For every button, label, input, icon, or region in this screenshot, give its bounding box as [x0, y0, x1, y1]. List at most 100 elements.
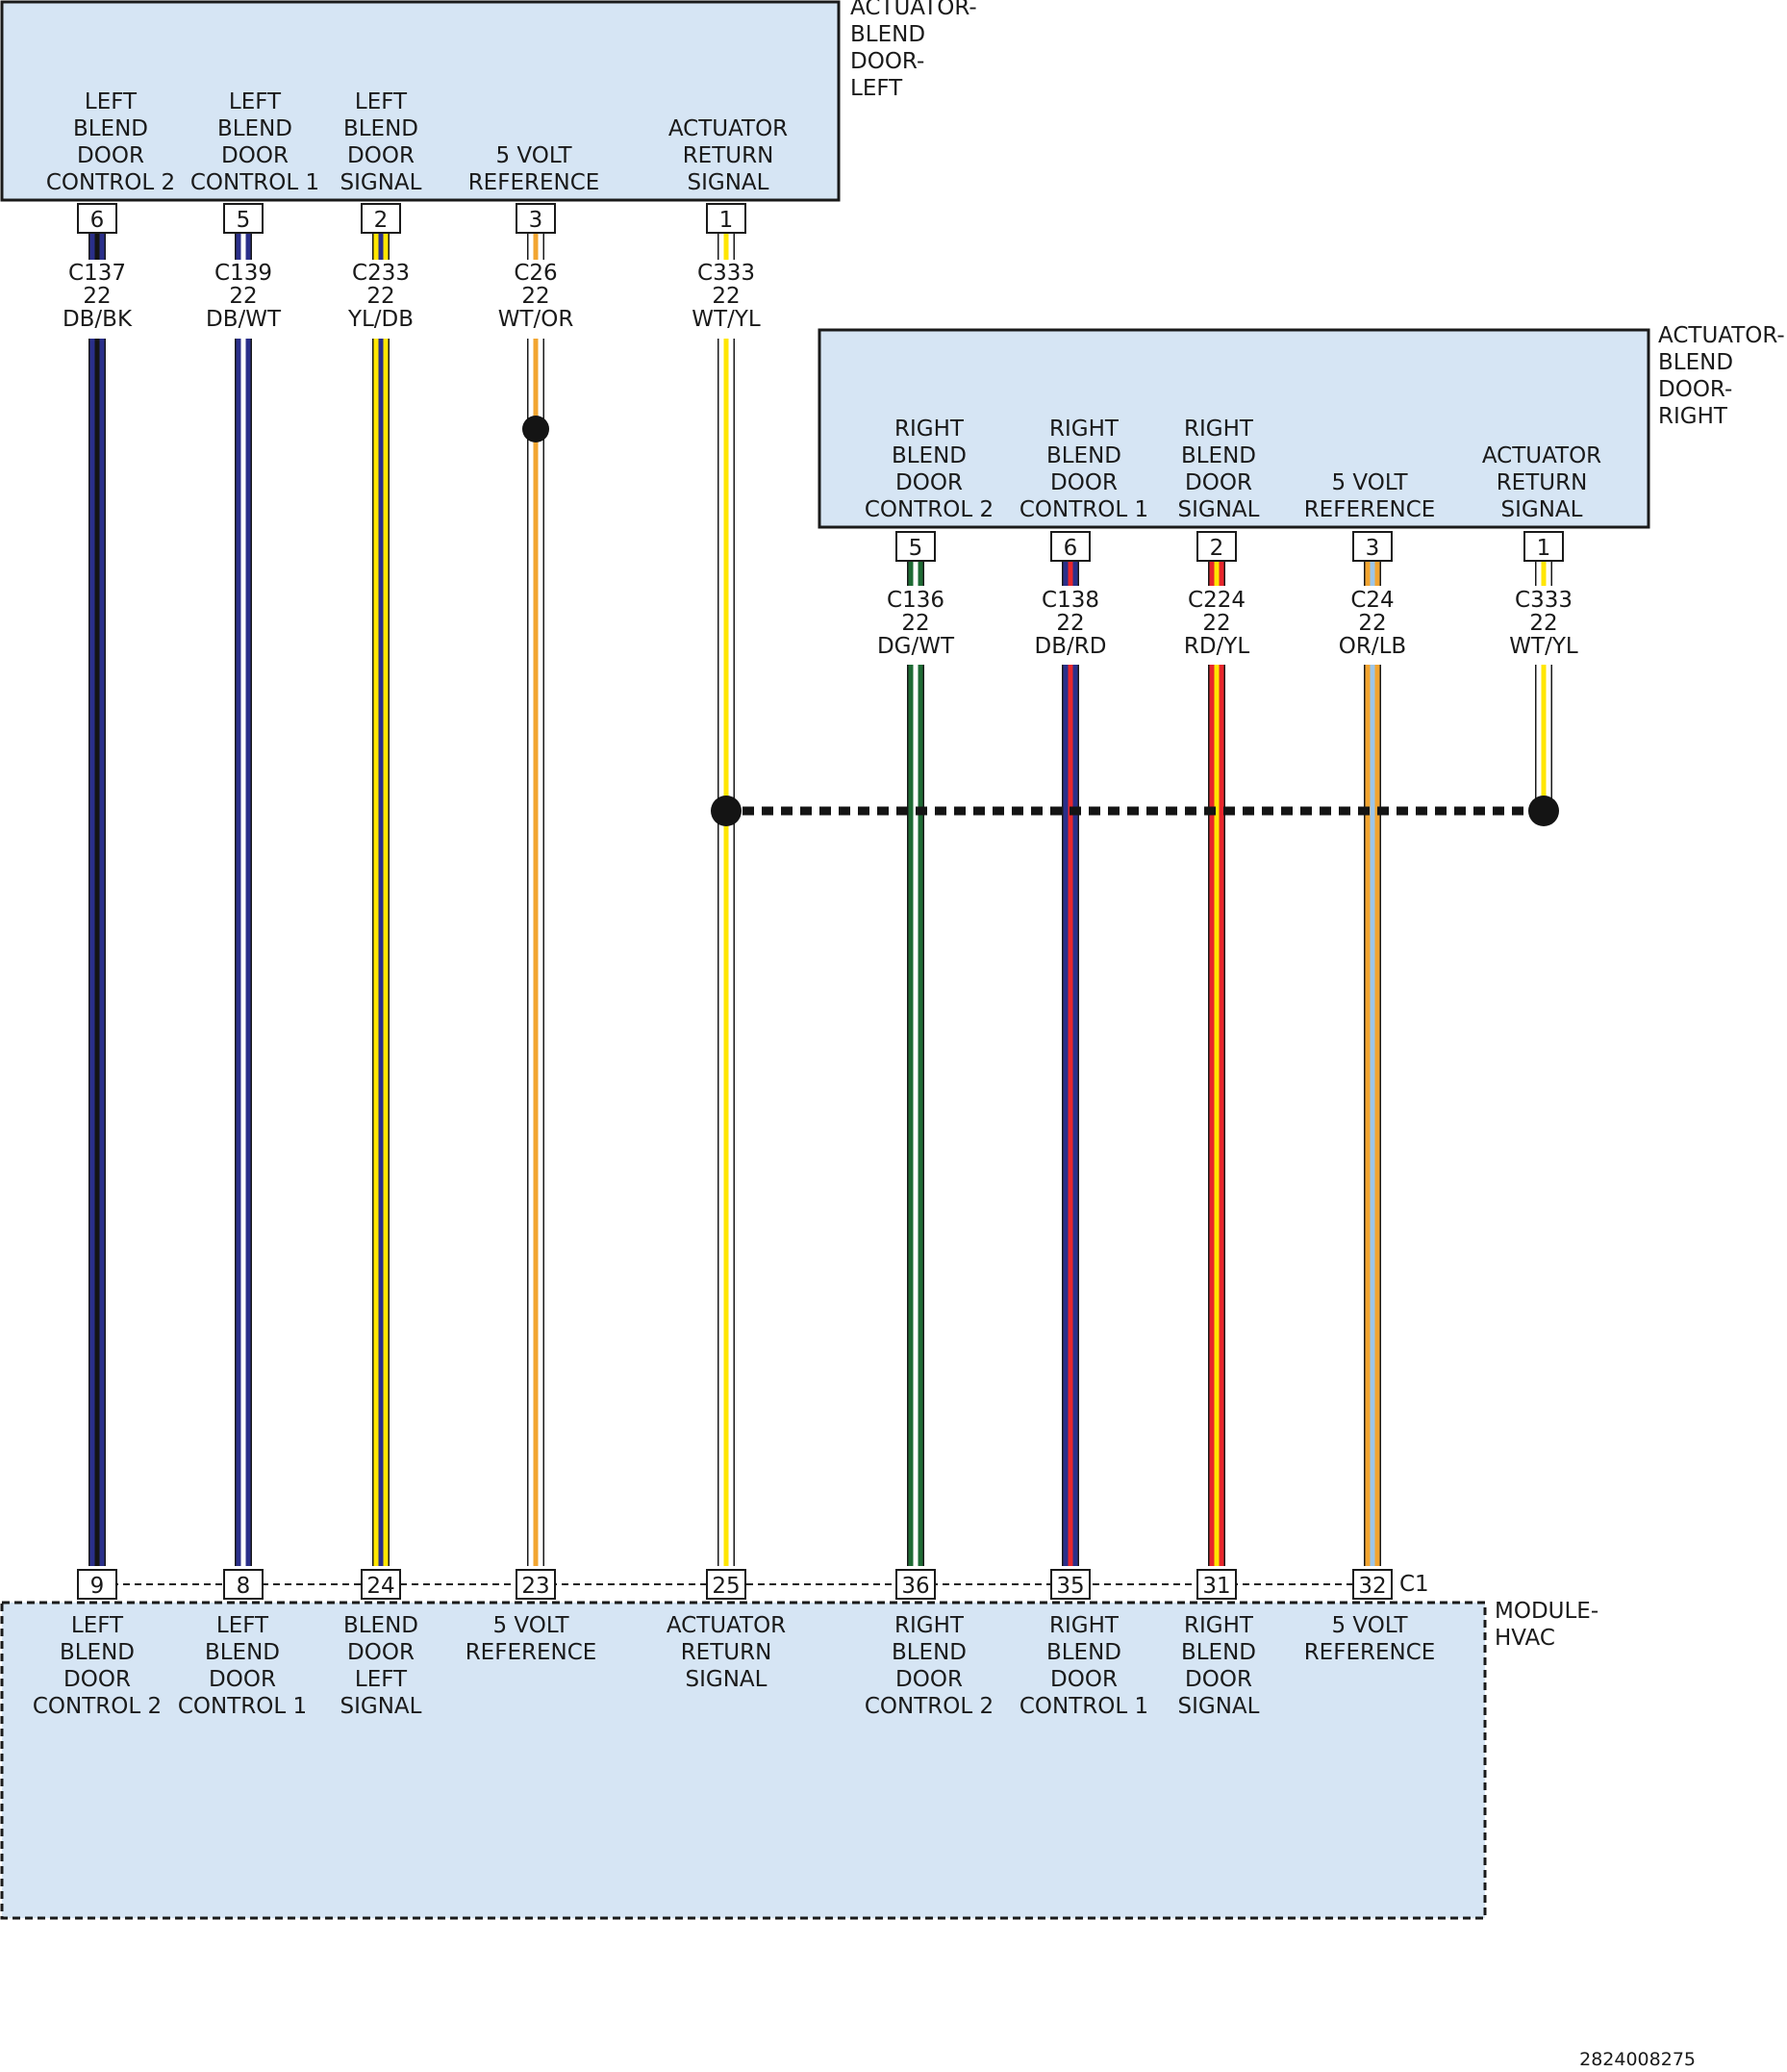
- splice-c333-left: [711, 796, 742, 826]
- module-pin-24: 24: [366, 1574, 394, 1599]
- module-pin-36-box: [895, 1569, 936, 1600]
- hvac-module-title: MODULE- HVAC: [1495, 1599, 1605, 1651]
- left-pin-6: 6: [90, 208, 105, 233]
- right-wire-c333-5-gauge: 22: [1529, 611, 1557, 636]
- left-pin-3-box: [516, 203, 556, 234]
- left-wire-c333-color-code: WT/YL: [692, 307, 761, 332]
- right-actuator-title: ACTUATOR- BLEND DOOR- RIGHT: [1658, 323, 1787, 429]
- right-pin-1: 1: [1537, 536, 1551, 561]
- left-wire-c233-circuit: C233: [352, 261, 410, 286]
- left-pin-3: 3: [529, 208, 543, 233]
- left-pin-2-box: [361, 203, 401, 234]
- module-pin-35: 35: [1056, 1574, 1084, 1599]
- module-pin-32: 32: [1358, 1574, 1386, 1599]
- splice-c333-right: [1528, 796, 1559, 826]
- module-pin-8-box: [223, 1569, 264, 1600]
- module-pin-23: 23: [521, 1574, 549, 1599]
- right-pin-6-box: [1050, 531, 1091, 562]
- module-connector-name: C1: [1399, 1572, 1429, 1597]
- left-wire-c233-color-code: YL/DB: [347, 307, 414, 332]
- right-pin-6: 6: [1064, 536, 1078, 561]
- right-pin-3-box: [1352, 531, 1393, 562]
- right-wire-c138-2-color-code: DB/RD: [1035, 634, 1107, 659]
- module-pin-9-box: [77, 1569, 117, 1600]
- left-wire-c137-gauge: 22: [83, 284, 111, 309]
- left-wire-c139-gauge: 22: [229, 284, 257, 309]
- right-wire-c138-2-gauge: 22: [1056, 611, 1084, 636]
- right-pin-3: 3: [1366, 536, 1380, 561]
- module-pin-36: 36: [901, 1574, 929, 1599]
- left-pin-5: 5: [237, 208, 251, 233]
- left-wire-c137-circuit: C137: [68, 261, 126, 286]
- left-wire-c139-circuit: C139: [214, 261, 272, 286]
- left-wire-c26-color-code: WT/OR: [498, 307, 574, 332]
- left-actuator-title: ACTUATOR- BLEND DOOR- LEFT: [850, 0, 984, 101]
- module-pin-25-box: [706, 1569, 746, 1600]
- module-pin-23-box: [516, 1569, 556, 1600]
- wires-layer: [88, 231, 1552, 1566]
- left-wire-c26-gauge: 22: [521, 284, 549, 309]
- module-pin-25: 25: [712, 1574, 740, 1599]
- right-pin-1-box: [1523, 531, 1564, 562]
- splice-c26: [522, 416, 549, 442]
- left-pin-5-box: [223, 203, 264, 234]
- figure-id: 2824008275: [1579, 2049, 1696, 2070]
- right-wire-c136-1-gauge: 22: [901, 611, 929, 636]
- hvac-module-box: [0, 1601, 1487, 1920]
- right-wire-c24-4-color-code: OR/LB: [1339, 634, 1406, 659]
- right-pin-5: 5: [909, 536, 923, 561]
- module-pin-31: 31: [1202, 1574, 1230, 1599]
- module-pin-32-box: [1352, 1569, 1393, 1600]
- right-wire-c333-5-circuit: C333: [1515, 588, 1573, 613]
- right-wire-c224-3-color-code: RD/YL: [1184, 634, 1249, 659]
- right-pin-2-box: [1196, 531, 1237, 562]
- left-pin-2: 2: [374, 208, 389, 233]
- right-wire-c333-5-color-code: WT/YL: [1509, 634, 1578, 659]
- left-actuator-box: [0, 0, 841, 202]
- left-wire-c139-color-code: DB/WT: [206, 307, 282, 332]
- left-wire-c26-circuit: C26: [514, 261, 557, 286]
- left-pin-1-box: [706, 203, 746, 234]
- left-wire-c333-gauge: 22: [712, 284, 740, 309]
- module-pin-8: 8: [237, 1574, 251, 1599]
- module-pin-31-box: [1196, 1569, 1237, 1600]
- right-pin-2: 2: [1210, 536, 1224, 561]
- left-pin-1: 1: [719, 208, 734, 233]
- right-wire-c138-2-circuit: C138: [1042, 588, 1099, 613]
- right-wire-c24-4-circuit: C24: [1350, 588, 1394, 613]
- right-pin-5-box: [895, 531, 936, 562]
- left-pin-6-box: [77, 203, 117, 234]
- right-wire-c224-3-gauge: 22: [1202, 611, 1230, 636]
- module-pin-35-box: [1050, 1569, 1091, 1600]
- module-pin-9: 9: [90, 1574, 105, 1599]
- module-pin-24-box: [361, 1569, 401, 1600]
- right-wire-c136-1-circuit: C136: [887, 588, 944, 613]
- left-wire-c333-circuit: C333: [697, 261, 755, 286]
- left-wire-c233-gauge: 22: [366, 284, 394, 309]
- right-wire-c224-3-circuit: C224: [1188, 588, 1246, 613]
- right-wire-c24-4-gauge: 22: [1358, 611, 1386, 636]
- right-wire-c136-1-color-code: DG/WT: [877, 634, 955, 659]
- left-wire-c137-color-code: DB/BK: [63, 307, 133, 332]
